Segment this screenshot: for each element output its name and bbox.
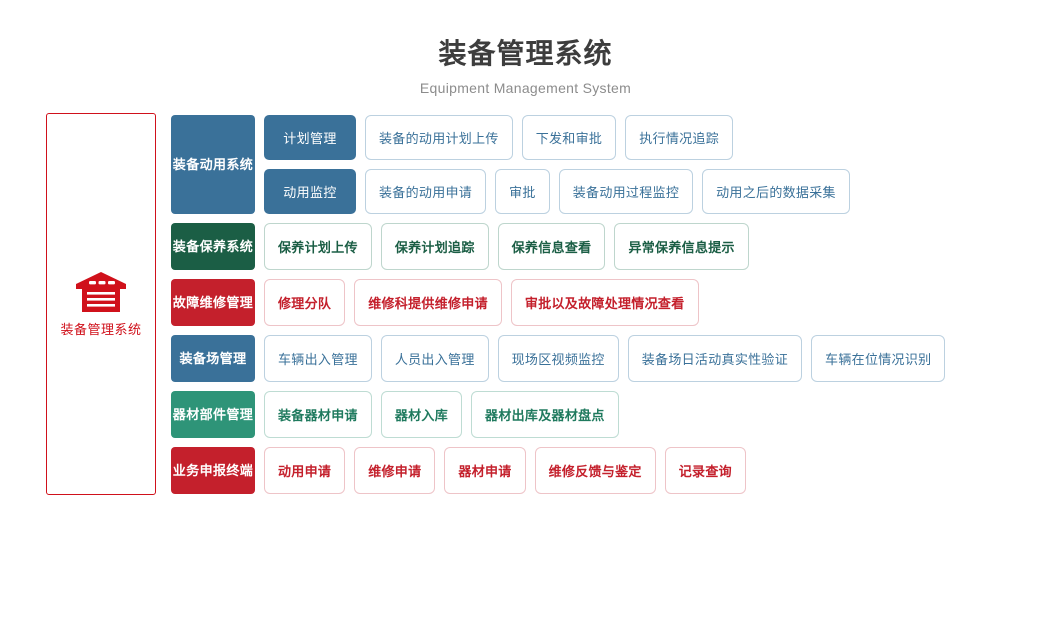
function-box[interactable]: 执行情况追踪 <box>625 115 734 160</box>
function-box[interactable]: 器材出库及器材盘点 <box>471 391 619 438</box>
module-subrow: 计划管理装备的动用计划上传下发和审批执行情况追踪 <box>264 115 945 160</box>
function-box[interactable]: 装备的动用申请 <box>365 169 487 214</box>
module-subrow: 装备器材申请器材入库器材出库及器材盘点 <box>264 391 945 438</box>
function-box[interactable]: 器材入库 <box>380 391 463 438</box>
page-header: 装备管理系统 Equipment Management System <box>0 0 1051 96</box>
root-system-panel[interactable]: 装备管理系统 <box>46 113 156 495</box>
function-box[interactable]: 审批 <box>495 169 550 214</box>
function-box[interactable]: 装备的动用计划上传 <box>365 115 513 160</box>
function-box[interactable]: 维修反馈与鉴定 <box>534 447 656 494</box>
module-subrow: 修理分队维修科提供维修申请审批以及故障处理情况查看 <box>264 279 945 326</box>
function-box[interactable]: 车辆在位情况识别 <box>811 335 946 382</box>
function-box[interactable]: 现场区视频监控 <box>497 335 619 382</box>
subrow-group: 车辆出入管理人员出入管理现场区视频监控装备场日活动真实性验证车辆在位情况识别 <box>264 335 946 382</box>
function-box[interactable]: 装备场日活动真实性验证 <box>627 335 803 382</box>
category-chip[interactable]: 故障维修管理 <box>171 279 255 326</box>
category-chip[interactable]: 器材部件管理 <box>171 391 255 438</box>
subrow-group: 修理分队维修科提供维修申请审批以及故障处理情况查看 <box>264 279 945 326</box>
function-box[interactable]: 异常保养信息提示 <box>614 223 749 270</box>
function-box[interactable]: 修理分队 <box>264 279 346 326</box>
subrow-group: 计划管理装备的动用计划上传下发和审批执行情况追踪动用监控装备的动用申请审批装备动… <box>264 115 945 214</box>
function-box[interactable]: 器材申请 <box>444 447 526 494</box>
function-box[interactable]: 保养信息查看 <box>497 223 606 270</box>
function-box[interactable]: 人员出入管理 <box>380 335 489 382</box>
category-chip[interactable]: 装备保养系统 <box>171 223 255 270</box>
function-box[interactable]: 动用之后的数据采集 <box>702 169 850 214</box>
warehouse-icon <box>74 271 128 313</box>
module-row: 器材部件管理装备器材申请器材入库器材出库及器材盘点 <box>171 391 945 438</box>
function-box[interactable]: 装备器材申请 <box>264 391 372 438</box>
function-box[interactable]: 下发和审批 <box>521 115 617 160</box>
category-chip[interactable]: 业务申报终端 <box>171 447 255 494</box>
module-row: 装备动用系统计划管理装备的动用计划上传下发和审批执行情况追踪动用监控装备的动用申… <box>171 115 945 214</box>
function-box[interactable]: 审批以及故障处理情况查看 <box>510 279 699 326</box>
subcategory-chip[interactable]: 动用监控 <box>264 169 356 214</box>
subrow-group: 装备器材申请器材入库器材出库及器材盘点 <box>264 391 945 438</box>
module-row: 故障维修管理修理分队维修科提供维修申请审批以及故障处理情况查看 <box>171 279 945 326</box>
module-row: 装备场管理车辆出入管理人员出入管理现场区视频监控装备场日活动真实性验证车辆在位情… <box>171 335 946 382</box>
module-row: 业务申报终端动用申请维修申请器材申请维修反馈与鉴定记录查询 <box>171 447 945 494</box>
page-title: 装备管理系统 <box>438 38 613 69</box>
function-box[interactable]: 动用申请 <box>264 447 346 494</box>
category-chip[interactable]: 装备动用系统 <box>171 115 255 214</box>
module-subrow: 动用申请维修申请器材申请维修反馈与鉴定记录查询 <box>264 447 945 494</box>
module-subrow: 车辆出入管理人员出入管理现场区视频监控装备场日活动真实性验证车辆在位情况识别 <box>264 335 946 382</box>
system-architecture-diagram: 装备管理系统 装备动用系统计划管理装备的动用计划上传下发和审批执行情况追踪动用监… <box>0 113 1051 495</box>
function-box[interactable]: 维修科提供维修申请 <box>354 279 502 326</box>
page-subtitle: Equipment Management System <box>419 80 632 96</box>
subcategory-chip[interactable]: 计划管理 <box>264 115 356 160</box>
module-subrow: 动用监控装备的动用申请审批装备动用过程监控动用之后的数据采集 <box>264 169 945 214</box>
function-box[interactable]: 装备动用过程监控 <box>558 169 694 214</box>
function-box[interactable]: 保养计划上传 <box>264 223 372 270</box>
function-box[interactable]: 保养计划追踪 <box>380 223 489 270</box>
module-row: 装备保养系统保养计划上传保养计划追踪保养信息查看异常保养信息提示 <box>171 223 945 270</box>
module-subrow: 保养计划上传保养计划追踪保养信息查看异常保养信息提示 <box>264 223 945 270</box>
module-rows: 装备动用系统计划管理装备的动用计划上传下发和审批执行情况追踪动用监控装备的动用申… <box>171 113 946 494</box>
subrow-group: 保养计划上传保养计划追踪保养信息查看异常保养信息提示 <box>264 223 945 270</box>
function-box[interactable]: 车辆出入管理 <box>264 335 372 382</box>
category-chip[interactable]: 装备场管理 <box>171 335 255 382</box>
function-box[interactable]: 维修申请 <box>354 447 436 494</box>
root-system-label: 装备管理系统 <box>60 321 142 337</box>
function-box[interactable]: 记录查询 <box>664 447 746 494</box>
subrow-group: 动用申请维修申请器材申请维修反馈与鉴定记录查询 <box>264 447 945 494</box>
